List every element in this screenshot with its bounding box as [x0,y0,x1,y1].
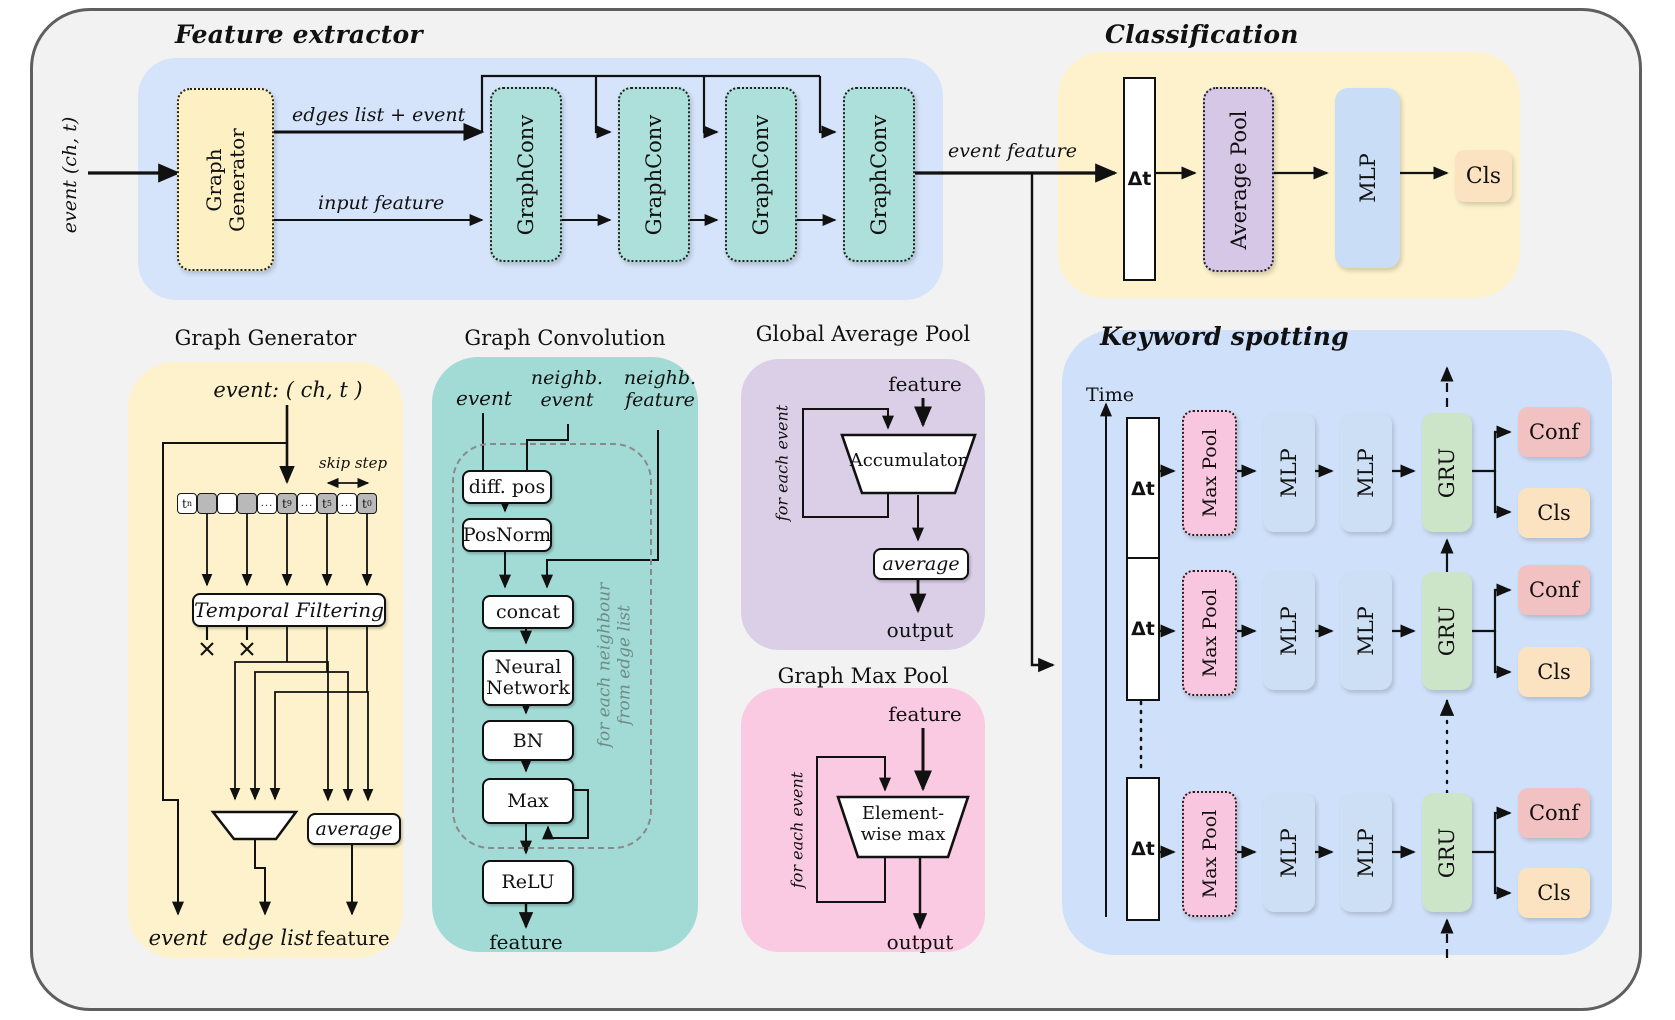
keyword-spotting-title: Keyword spotting [1100,322,1349,351]
gc-loop-note: for each neighbour from edge list [594,582,634,748]
gap-average-box: average [873,548,969,580]
timeline-cell [197,493,217,514]
temporal-filtering-box: Temporal Filtering [192,593,386,627]
graph-generator-container [128,362,403,958]
concat-box: concat [482,595,574,629]
kws-mlp-box-3a: MLP [1263,793,1315,912]
timeline-cell [217,493,237,514]
kws-mlp-box-2b: MLP [1340,571,1392,690]
kws-delta-t-box-1: Δt [1126,417,1160,561]
classification-mlp-box: MLP [1335,88,1400,268]
posnorm-box: PosNorm [462,518,552,552]
kws-mlp-box-1b: MLP [1340,413,1392,532]
kws-cls-box-3: Cls [1518,868,1590,918]
graph-generator-subtitle: Graph Generator [174,326,357,350]
gg-out-event-label: event [148,926,208,950]
kws-max-pool-box-2: Max Pool [1182,570,1237,696]
max-box: Max [482,778,574,824]
gc-in-event-label: event [456,386,512,410]
graph-generator-box: Graph Generator [177,88,274,271]
gg-out-edge-list-label: edge list [222,926,314,950]
time-axis-label: Time [1085,384,1134,406]
average-pool-box: Average Pool [1203,87,1274,272]
gg-event-label: event: ( ch, t ) [213,378,363,402]
kws-conf-box-1: Conf [1518,407,1590,457]
kws-cls-box-2: Cls [1518,647,1590,697]
relu-box: ReLU [482,860,574,904]
kws-gru-box-2: GRU [1422,572,1472,690]
accumulator-label: Accumulator [849,450,967,471]
classification-cls-box: Cls [1455,150,1512,202]
timeline-cell-dots: ... [297,493,317,514]
graph-convolution-subtitle: Graph Convolution [464,326,666,350]
kws-max-pool-box-1: Max Pool [1182,410,1237,536]
kws-delta-t-box-3: Δt [1126,777,1160,921]
kws-max-pool-box-3: Max Pool [1182,791,1237,917]
kws-delta-t-box-2: Δt [1126,557,1160,701]
bn-box: BN [482,720,574,761]
kws-mlp-box-2a: MLP [1263,571,1315,690]
global-average-pool-subtitle: Global Average Pool [755,322,971,346]
timeline-cell-dots: ... [337,493,357,514]
graphconv-box-2: GraphConv [618,87,690,262]
event-input-label: event (ch, t) [59,116,81,234]
kws-gru-box-3: GRU [1422,793,1472,912]
gg-out-feature-label: feature [316,926,390,950]
gc-in-neighb-event-label: neighb. event [530,367,604,411]
gap-feature-label: feature [888,372,962,396]
gg-average-box: average [307,813,401,845]
input-feature-label: input feature [318,192,445,214]
kws-mlp-box-1a: MLP [1263,413,1315,532]
graphconv-box-4: GraphConv [843,87,915,262]
kws-mlp-box-3b: MLP [1340,793,1392,912]
kws-gru-box-1: GRU [1422,413,1472,532]
graphconv-box-1: GraphConv [490,87,562,262]
event-feature-label: event feature [948,140,1077,162]
neural-network-box: Neural Network [482,650,574,706]
graph-max-pool-subtitle: Graph Max Pool [777,664,949,688]
classification-title: Classification [1105,20,1299,49]
gap-output-label: output [886,618,954,642]
timeline-cell-dots: ... [257,493,277,514]
gmp-feature-label: feature [888,702,962,726]
kws-conf-box-2: Conf [1518,565,1590,615]
gap-loop-note: for each event [772,404,792,521]
edges-list-event-label: edges list + event [292,104,466,126]
classification-delta-t-box: Δt [1123,77,1156,281]
diff-pos-box: diff. pos [462,470,552,504]
kws-cls-box-1: Cls [1518,488,1590,538]
gc-in-neighb-feature-label: neighb. feature [623,367,697,411]
gmp-output-label: output [886,930,954,954]
graphconv-box-3: GraphConv [725,87,797,262]
timeline-cell [237,493,257,514]
gmp-loop-note: for each event [787,771,807,888]
gc-out-feature-label: feature [489,930,563,954]
element-wise-max-label: Element-wise max [860,803,946,845]
feature-extractor-title: Feature extractor [175,20,423,49]
kws-conf-box-3: Conf [1518,788,1590,838]
gg-skip-step-label: skip step [318,454,388,472]
